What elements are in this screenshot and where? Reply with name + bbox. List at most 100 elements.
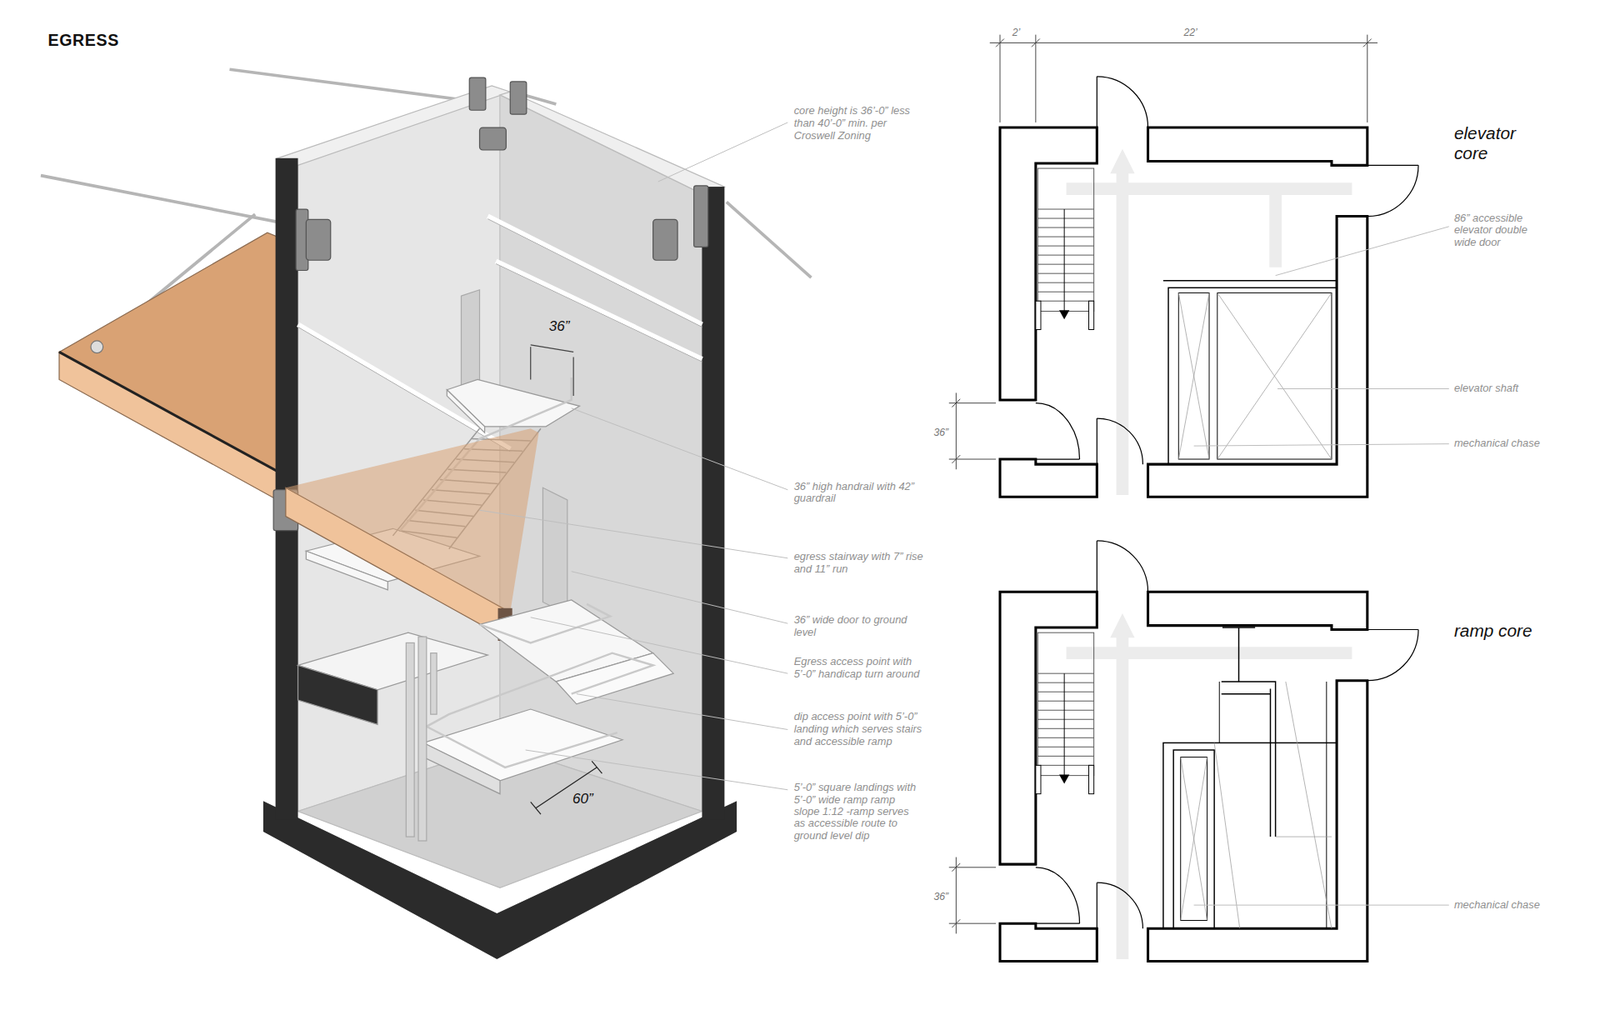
dimension-text: 36” xyxy=(933,890,949,903)
callout-note: Egress access point with 5’-0” handicap … xyxy=(794,655,925,680)
stair-flight xyxy=(573,357,575,397)
ramp-plan xyxy=(1163,742,1337,929)
door-swing xyxy=(1035,867,1080,924)
bridge-slab xyxy=(59,351,278,500)
stair-flight xyxy=(530,346,531,380)
interior-door xyxy=(460,290,480,386)
steel-bracket xyxy=(469,77,486,110)
plan-dimension xyxy=(990,42,1378,44)
door-swing xyxy=(1367,165,1419,166)
circulation-path xyxy=(1066,646,1353,660)
ramp-plan xyxy=(1214,681,1332,929)
elevator xyxy=(1168,287,1337,465)
leader-line xyxy=(525,750,789,790)
leader-line xyxy=(571,408,789,490)
circulation-arrow xyxy=(1110,613,1135,638)
door-swing xyxy=(1096,76,1148,128)
dimension-text: 2’ xyxy=(1012,26,1021,39)
door-swing xyxy=(1367,630,1419,681)
dimension-line xyxy=(591,760,602,774)
plan-wall xyxy=(1148,591,1368,630)
plan-stair xyxy=(1089,765,1095,794)
dimension-text: 36” xyxy=(549,318,570,335)
plan-stair xyxy=(1037,168,1094,311)
door-swing xyxy=(1035,923,1080,925)
pipe xyxy=(430,653,437,715)
callout-note: dip access point with 5’-0” landing whic… xyxy=(794,710,932,747)
door-swing xyxy=(1367,629,1419,630)
plan-leader xyxy=(1194,444,1450,446)
pipe xyxy=(405,642,415,837)
ramp-plan xyxy=(1180,757,1208,921)
callout-note: 36” wide door to ground level xyxy=(794,614,925,639)
door-swing xyxy=(1367,165,1419,216)
door-swing xyxy=(1096,540,1098,592)
steel-bracket xyxy=(653,219,678,260)
stair-arrow xyxy=(1059,774,1070,784)
bridge-slab xyxy=(59,351,278,471)
door-swing xyxy=(1096,540,1148,592)
cable xyxy=(230,69,480,102)
ramp-plan xyxy=(1163,627,1337,929)
bridge-slab xyxy=(59,232,278,500)
plan-dimension xyxy=(949,35,1378,935)
door-swing xyxy=(1096,418,1098,465)
stair-landing xyxy=(446,390,485,433)
interior-door xyxy=(542,487,567,615)
steel-bracket xyxy=(305,219,330,260)
plan-dimension xyxy=(955,857,957,935)
tension-rod-edge xyxy=(298,219,703,452)
plan-title: ramp core xyxy=(1454,621,1546,643)
ramp-plan xyxy=(1180,757,1208,921)
plan-dimension xyxy=(1000,35,1001,123)
plan-stair xyxy=(1035,765,1041,794)
ramp-plan xyxy=(1173,750,1215,929)
callout-note: 5’-0” square landings with 5’-0” wide ra… xyxy=(794,781,917,842)
pipe xyxy=(418,636,427,841)
leader-line xyxy=(530,617,789,674)
ramp-plan xyxy=(1219,681,1327,929)
ramp-rail xyxy=(426,604,654,768)
plan-wall xyxy=(1000,127,1097,400)
steel-bracket xyxy=(480,127,507,150)
ramp-plan xyxy=(1238,627,1240,682)
dimension-line xyxy=(530,801,541,815)
dimension-text: 60” xyxy=(572,790,594,807)
plan-stair xyxy=(1037,209,1094,301)
dimension-text: 22’ xyxy=(1183,26,1197,39)
pipe xyxy=(405,636,437,841)
plan-wall xyxy=(1148,127,1368,165)
tension-rod xyxy=(298,216,703,450)
plan-dimension xyxy=(951,455,960,464)
tension-rod xyxy=(495,260,702,360)
plan-leader xyxy=(1277,388,1450,390)
dimension-text: 36” xyxy=(933,426,949,439)
egress-platform xyxy=(298,665,379,725)
leader-line xyxy=(576,694,788,730)
door-swing xyxy=(1035,76,1419,929)
structural-beam xyxy=(285,428,540,641)
plan-stair xyxy=(1037,673,1094,765)
circulation-path xyxy=(1116,168,1130,495)
plan-wall xyxy=(1000,459,1097,497)
plan-note: mechanical chase xyxy=(1454,437,1577,450)
bridge-slab xyxy=(90,340,104,354)
core-wall xyxy=(701,186,725,820)
plan-leader xyxy=(1275,226,1450,276)
callout-note: egress stairway with 7” rise and 11” run xyxy=(794,550,925,575)
plan-dimension xyxy=(951,399,960,408)
stair-arrow xyxy=(1059,310,1070,320)
plan-wall xyxy=(1000,923,1097,961)
plan-title: elevator core xyxy=(1454,123,1546,165)
plan-dimension xyxy=(951,919,960,928)
plan-stair xyxy=(1089,300,1095,330)
door-swing xyxy=(1096,882,1098,929)
circulation-path xyxy=(1269,189,1282,268)
leader-line xyxy=(480,122,789,790)
leader-line xyxy=(480,510,789,559)
egress-platform xyxy=(298,600,654,725)
plan-wall xyxy=(1000,127,1368,961)
ramp-plan xyxy=(1221,681,1276,837)
